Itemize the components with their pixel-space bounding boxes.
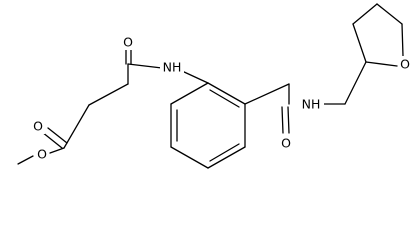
bond-o-ester-c xyxy=(49,147,65,154)
bond-amide2-c-o-second xyxy=(287,106,290,134)
anilide-nh-bg xyxy=(160,59,184,75)
thf-ring-o-label: O xyxy=(400,57,410,72)
bond-amide2-c-o xyxy=(281,106,284,134)
anilide-carbonyl-o-bg xyxy=(121,34,135,50)
ring-bond-6 xyxy=(170,82,209,105)
anilide-nh-label: NH xyxy=(163,60,182,75)
benzamide-nh-label: NH xyxy=(302,97,321,112)
ester-ether-o-label: O xyxy=(37,147,47,162)
benzamide-carbonyl-o-label: O xyxy=(281,136,291,151)
bond-ester-c-carbonyl-o xyxy=(41,131,63,149)
bond-ester-c-carbonyl-o-second xyxy=(47,127,68,144)
benzamide-nh-bg xyxy=(298,96,324,112)
bond-ester-c-ch2 xyxy=(63,104,90,149)
ring-bond-1 xyxy=(207,82,246,105)
bond-ring-amide-c xyxy=(244,83,290,105)
bond-n-ring xyxy=(181,70,209,84)
anilide-carbonyl-o-label: O xyxy=(123,35,133,50)
benzamide-carbonyl-o-bg xyxy=(279,135,293,151)
thf-bond-3 xyxy=(376,3,403,25)
ring-bond-4 xyxy=(170,146,209,169)
ring-bond-3 xyxy=(207,146,246,169)
bond-ch2-ch2 xyxy=(88,83,129,106)
ester-carbonyl-o-label: O xyxy=(33,119,43,134)
thf-bond-4 xyxy=(401,23,404,57)
structure-diagram: O O O NH O NH O xyxy=(17,3,412,169)
ester-carbonyl-o-bg xyxy=(31,118,45,134)
thf-bond-2 xyxy=(352,3,378,25)
thf-ring-o-bg xyxy=(398,56,412,72)
ring-inner-bond-2 xyxy=(209,143,240,162)
bond-ch2-thf xyxy=(344,61,367,105)
ring-inner-bond-1 xyxy=(209,89,240,108)
thf-bond-5 xyxy=(365,61,398,67)
ester-ether-o-bg xyxy=(35,146,49,162)
thf-bond-1 xyxy=(352,23,367,63)
bond-methyl-o xyxy=(17,155,34,165)
bond-amide-c-n xyxy=(127,63,163,69)
